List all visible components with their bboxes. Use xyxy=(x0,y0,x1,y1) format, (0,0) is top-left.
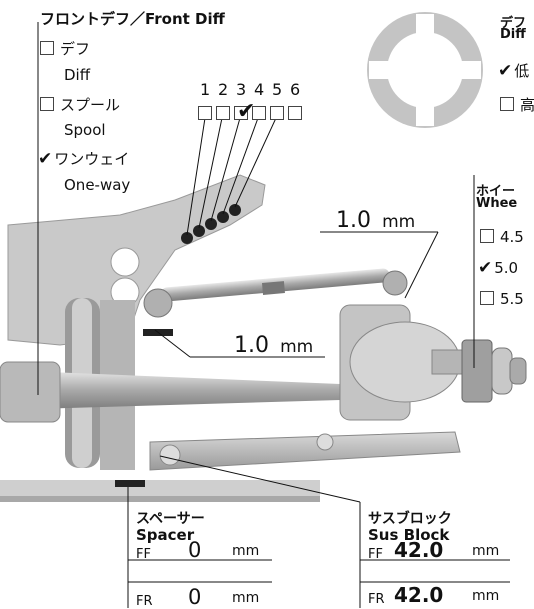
checkmark-icon[interactable]: ✔ xyxy=(478,258,493,278)
front-diff-title: フロントデフ／Front Diff xyxy=(40,10,225,28)
position-checkbox-5[interactable] xyxy=(270,106,284,120)
diff-oil-en: Diff xyxy=(500,27,526,42)
shock-tower xyxy=(7,174,266,346)
upper-measurement: 1.0 mm xyxy=(336,208,415,233)
position-ball-1 xyxy=(181,232,193,244)
diff-oil-high-label: 高 xyxy=(520,96,534,114)
high-checkbox[interactable] xyxy=(500,97,514,111)
sus-block-row-ff: FF 42.0 mm xyxy=(368,538,513,562)
spacer-fr-value: 0 xyxy=(188,585,202,609)
position-ball-4 xyxy=(217,211,229,223)
diff-option-spool[interactable]: スプール xyxy=(40,94,120,115)
sus-block-jp: サスブロック xyxy=(368,511,452,527)
hub-checkbox-55[interactable] xyxy=(480,291,494,305)
diff-ring-image xyxy=(367,12,483,128)
position-number-6: 6 xyxy=(290,80,301,99)
spacer-en: Spacer xyxy=(136,526,195,544)
spool-en-label: Spool xyxy=(64,121,106,139)
lower-arm xyxy=(149,431,461,471)
hub-label-50: 5.0 xyxy=(494,259,519,277)
wheel-hub-jp: ホイー xyxy=(476,184,516,199)
spacer-fr-label: FR xyxy=(136,594,153,609)
diff-en-label: Diff xyxy=(64,66,91,84)
hub-checkbox-45[interactable] xyxy=(480,229,494,243)
position-ball-2 xyxy=(193,225,205,237)
lower-measure-unit: mm xyxy=(280,337,314,357)
oneway-en-label: One-way xyxy=(64,176,131,194)
position-checkbox-4[interactable] xyxy=(252,106,266,120)
hub-label-45: 4.5 xyxy=(500,228,524,246)
lower-spacer-mark xyxy=(115,480,145,487)
sus-fr-value: 42.0 xyxy=(394,583,444,607)
diff-oil-high-option[interactable]: 高 xyxy=(500,94,534,115)
position-checkbox-3[interactable] xyxy=(234,106,248,120)
spacer-jp: スペーサー xyxy=(136,511,205,527)
spool-checkbox[interactable] xyxy=(40,97,54,111)
spacer-row-ff: FF 0 mm xyxy=(136,538,272,562)
sus-block-en: Sus Block xyxy=(368,526,450,544)
lower-measurement: 1.0 mm xyxy=(234,333,313,358)
wheel-nut xyxy=(461,339,527,403)
checkmark-icon[interactable]: ✔ xyxy=(38,149,53,169)
diff-checkbox[interactable] xyxy=(40,41,54,55)
spacer-ff-value: 0 xyxy=(188,538,202,562)
lower-measure-value: 1.0 xyxy=(234,333,269,358)
wheel-hub-en: Whee xyxy=(476,196,518,211)
wheel-hub-option-50[interactable]: ✔5.0 xyxy=(478,258,518,278)
sus-ff-label: FF xyxy=(368,547,383,562)
wheel-hub-option-55[interactable]: 5.5 xyxy=(480,290,524,308)
upper-measure-unit: mm xyxy=(382,212,416,232)
position-number-4: 4 xyxy=(254,80,265,99)
spool-jp-label: スプール xyxy=(60,96,121,114)
ball-positions xyxy=(181,204,241,244)
position-checkbox-6[interactable] xyxy=(288,106,302,120)
wheel-hub-option-45[interactable]: 4.5 xyxy=(480,228,524,246)
sus-block-row-fr: FR 42.0 mm xyxy=(368,583,513,607)
chassis-plate xyxy=(0,480,320,502)
knuckle xyxy=(339,304,483,421)
position-number-5: 5 xyxy=(272,80,283,99)
sus-fr-unit: mm xyxy=(472,588,500,604)
position-checkbox-1[interactable] xyxy=(198,106,212,120)
hub-label-55: 5.5 xyxy=(500,290,524,308)
position-number-3: 3 xyxy=(236,80,247,99)
oneway-jp-label: ワンウェイ xyxy=(54,150,130,168)
position-ball-5 xyxy=(229,204,241,216)
position-checkmark-icon: ✔ xyxy=(237,99,256,124)
spacer-fr-unit: mm xyxy=(232,590,260,606)
sus-fr-label: FR xyxy=(368,592,385,607)
diff-option-oneway[interactable]: ✔ワンウェイ xyxy=(38,148,129,169)
diff-oil-jp: デフ xyxy=(500,16,527,31)
spacer-ff-unit: mm xyxy=(232,543,260,559)
diff-jp-label: デフ xyxy=(60,40,91,58)
checkmark-icon[interactable]: ✔ xyxy=(498,61,513,81)
diff-oil-low-label: 低 xyxy=(514,62,530,80)
diff-oil-low-option[interactable]: ✔低 xyxy=(498,60,529,81)
position-ball-3 xyxy=(205,218,217,230)
drive-shaft xyxy=(0,361,340,423)
sus-ff-unit: mm xyxy=(472,543,500,559)
spacer-ff-label: FF xyxy=(136,547,151,562)
spacer-row-fr: FR 0 mm xyxy=(136,585,272,609)
position-number-1: 1 xyxy=(200,80,211,99)
upper-measure-value: 1.0 xyxy=(336,208,371,233)
diff-option-diff[interactable]: デフ xyxy=(40,38,90,59)
upper-link xyxy=(143,268,408,318)
position-checkbox-2[interactable] xyxy=(216,106,230,120)
position-number-2: 2 xyxy=(218,80,229,99)
sus-ff-value: 42.0 xyxy=(394,538,444,562)
leader-lines xyxy=(37,22,510,608)
